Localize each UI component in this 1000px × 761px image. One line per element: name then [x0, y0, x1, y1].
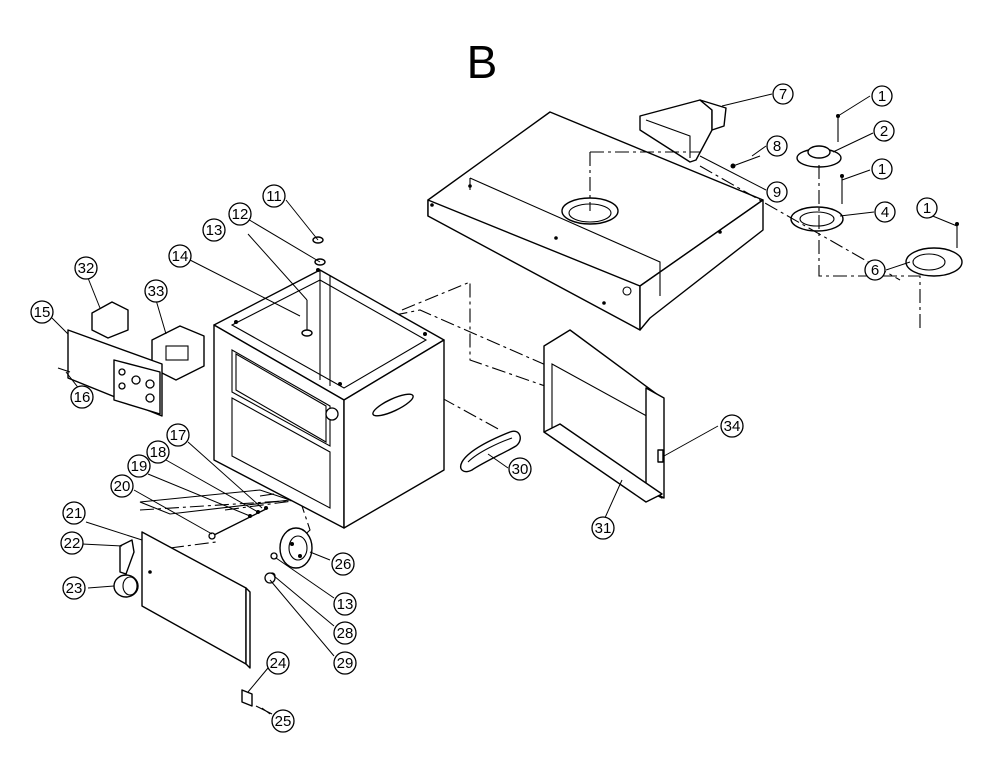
callout-label: 13: [206, 222, 223, 239]
callout-c8: 8: [766, 135, 788, 157]
callout-label: 1: [878, 161, 886, 178]
diagram-title: B: [467, 36, 498, 88]
window-frame: [543, 329, 665, 503]
callout-label: 14: [172, 248, 189, 265]
callout-c13b: 13: [333, 592, 357, 616]
callout-label: 20: [114, 478, 131, 495]
callout-c30: 30: [508, 457, 532, 481]
callout-label: 15: [34, 304, 51, 321]
callout-label: 6: [871, 262, 879, 279]
callout-label: 1: [878, 88, 886, 105]
callout-label: 2: [880, 123, 888, 140]
callout-label: 4: [881, 204, 889, 221]
callout-label: 33: [148, 283, 165, 300]
callout-c34: 34: [720, 414, 744, 438]
callout-label: 32: [78, 260, 95, 277]
callout-c1c: 1: [916, 197, 938, 219]
callout-label: 21: [66, 505, 83, 522]
callout-c6: 6: [864, 259, 886, 281]
callout-c24: 24: [266, 651, 290, 675]
screws: [730, 114, 959, 248]
callout-label: 22: [64, 535, 81, 552]
callout-c4: 4: [874, 201, 896, 223]
door-latch: [113, 539, 139, 598]
callout-label: 7: [779, 86, 787, 103]
callout-c26: 26: [331, 552, 355, 576]
callout-label: 11: [266, 188, 282, 205]
callout-c28: 28: [333, 621, 357, 645]
callout-c31: 31: [591, 516, 615, 540]
callout-label: 18: [150, 444, 167, 461]
switch-box: [57, 301, 205, 417]
callout-label: 24: [270, 655, 287, 672]
door-shaft: [139, 489, 291, 540]
hub-wheel: [264, 527, 313, 584]
callout-label: 28: [337, 625, 354, 642]
door-hinge: [241, 689, 273, 715]
callout-label: 19: [131, 458, 148, 475]
callout-c20: 20: [110, 474, 134, 498]
callout-label: 16: [74, 389, 91, 406]
callout-c29: 29: [333, 651, 357, 675]
callout-label: 25: [275, 713, 292, 730]
callout-c13a: 13: [202, 218, 226, 242]
side-handle: [460, 430, 521, 473]
callout-c32: 32: [74, 256, 98, 280]
callout-c14: 14: [168, 244, 192, 268]
dust-hood-part: [639, 99, 727, 163]
callout-c1a: 1: [871, 85, 893, 107]
callout-c16: 16: [70, 385, 94, 409]
callout-label: 1: [923, 200, 931, 217]
leader-lines: [51, 93, 958, 715]
callout-c18: 18: [146, 440, 170, 464]
top-panel: [427, 111, 764, 331]
callout-c25: 25: [271, 709, 295, 733]
callout-label: 34: [724, 418, 741, 435]
callout-label: 17: [170, 427, 187, 444]
callout-c19: 19: [127, 454, 151, 478]
callout-c7: 7: [772, 83, 794, 105]
callout-c1b: 1: [871, 158, 893, 180]
callout-c22: 22: [60, 531, 84, 555]
callout-c21: 21: [62, 501, 86, 525]
callout-label: 8: [773, 138, 781, 155]
callout-c11: 11: [262, 184, 286, 208]
cabinet: [213, 268, 445, 529]
access-door: [141, 531, 251, 669]
callout-c9: 9: [766, 181, 788, 203]
callout-label: 26: [335, 556, 352, 573]
callout-c17: 17: [166, 423, 190, 447]
callout-label: 13: [337, 596, 354, 613]
callout-label: 30: [512, 461, 529, 478]
callout-c23: 23: [62, 576, 86, 600]
callout-label: 9: [773, 184, 781, 201]
callout-c12: 12: [228, 202, 252, 226]
callout-label: 23: [66, 580, 83, 597]
callout-c33: 33: [144, 279, 168, 303]
callout-label: 29: [337, 655, 354, 672]
port-rings: [790, 145, 963, 277]
callout-c15: 15: [30, 300, 54, 324]
callout-c2: 2: [873, 120, 895, 142]
callout-label: 31: [595, 520, 612, 537]
callout-label: 12: [232, 206, 249, 223]
